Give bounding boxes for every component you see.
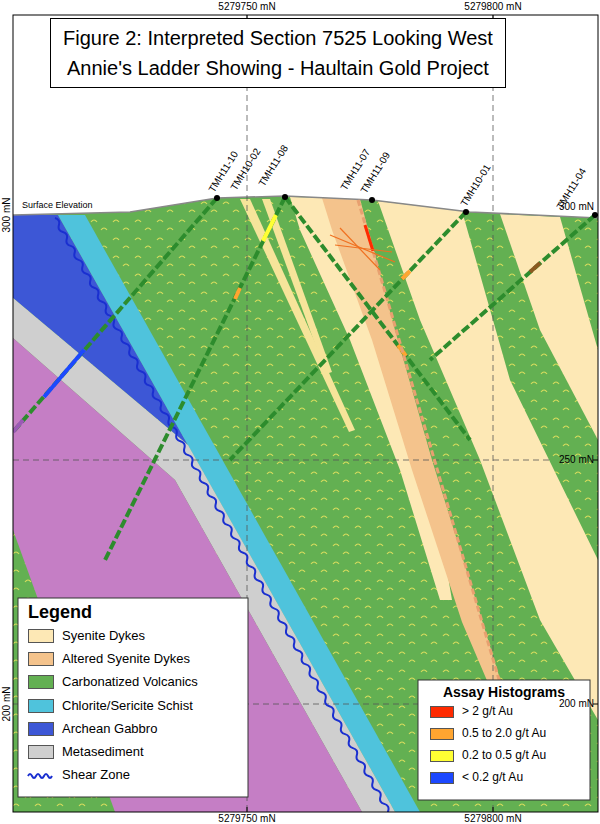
legend-text: 0.5 to 2.0 g/t Au xyxy=(462,727,546,741)
drill-hole xyxy=(285,197,470,440)
assay-segment xyxy=(365,225,373,251)
easting-label: 5279750 mN xyxy=(218,1,275,13)
legend-text: 0.2 to 0.5 g/t Au xyxy=(462,749,546,763)
alteration-veins xyxy=(330,228,395,270)
drill-hole xyxy=(105,197,285,560)
legend-text: Altered Syenite Dykes xyxy=(62,652,190,667)
title-text: Annie's Ladder Showing - Haultain Gold P… xyxy=(63,53,493,83)
elevation-label: 200 mN xyxy=(559,698,594,710)
sky xyxy=(13,15,598,218)
title-box: Figure 2: Interpreted Section 7525 Looki… xyxy=(50,18,506,88)
assay-segment xyxy=(44,350,84,397)
legend-text: < 0.2 g/t Au xyxy=(462,771,523,785)
legend-swatch xyxy=(430,728,454,740)
legend-swatch xyxy=(430,772,454,784)
assay-segment xyxy=(530,263,540,272)
grid-line xyxy=(13,460,550,461)
surface-label: Surface Elevation xyxy=(22,200,93,210)
legend-text: Chlorite/Sericite Schist xyxy=(62,699,193,714)
purple-unit xyxy=(13,338,362,812)
legend-swatch xyxy=(28,675,54,689)
legend-swatch xyxy=(28,699,54,713)
assay-segment xyxy=(235,288,240,299)
carbonatized-volcanics xyxy=(13,15,598,812)
elevation-label: 300 mN xyxy=(1,197,11,232)
collars xyxy=(214,194,598,218)
legend-swatch xyxy=(430,706,454,718)
assay-segment xyxy=(402,271,410,279)
legend-heading: Assay Histograms xyxy=(443,684,565,700)
legend-text: Archean Gabbro xyxy=(62,722,157,737)
legend-swatch xyxy=(28,722,54,736)
legend-heading: Legend xyxy=(28,602,92,623)
legend-swatch xyxy=(28,745,54,759)
surface-line xyxy=(13,196,598,218)
elevation-label: 200 mN xyxy=(1,686,11,721)
legend-text: > 2 g/t Au xyxy=(462,705,513,719)
legend-text: Carbonatized Volcanics xyxy=(62,675,198,690)
title-text: Figure 2: Interpreted Section 7525 Looki… xyxy=(63,23,493,53)
drill-hole xyxy=(230,212,466,460)
assay-legend-panel xyxy=(418,680,590,800)
legend-text: Metasediment xyxy=(62,745,144,760)
drill-hole xyxy=(358,200,505,700)
legend-swatch xyxy=(28,652,54,666)
legend-text: Shear Zone xyxy=(62,768,130,783)
assay-segment xyxy=(263,215,276,241)
map-frame xyxy=(13,15,598,812)
easting-label: 5279750 mN xyxy=(218,814,275,824)
legend-text: Syenite Dykes xyxy=(62,629,145,644)
legend-panel xyxy=(18,598,248,797)
syenite-dyke xyxy=(500,214,598,440)
elevation-label: 250 mN xyxy=(559,454,594,466)
legend-swatch xyxy=(430,750,454,762)
metasediment-unit xyxy=(13,298,395,812)
drill-hole xyxy=(430,215,595,360)
shear-zone-sample xyxy=(28,774,52,778)
ticks xyxy=(247,15,598,812)
easting-label: 5279800 mN xyxy=(464,1,521,13)
legend-swatch xyxy=(28,629,54,643)
assay-segment xyxy=(13,420,23,432)
easting-label: 5279800 mN xyxy=(464,814,521,824)
